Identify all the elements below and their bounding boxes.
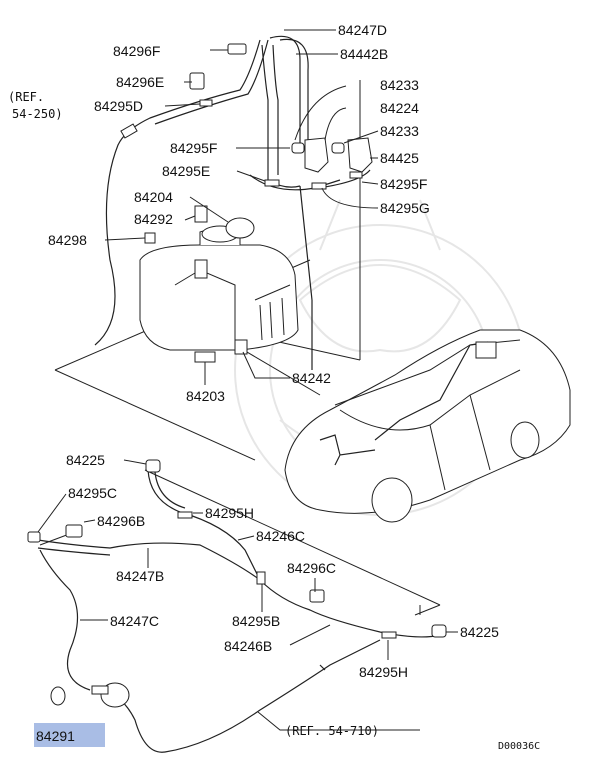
label-84233b: 84233 <box>380 123 419 139</box>
grommet-84233a <box>291 142 305 154</box>
label-84246C: 84246C <box>256 528 305 544</box>
label-84295C: 84295C <box>68 485 117 501</box>
label-84295D: 84295D <box>94 98 143 114</box>
part-labels: 84247D 84296F 84442B 84296E 84233 (REF. … <box>8 22 540 752</box>
label-84295F-a: 84295F <box>170 140 217 156</box>
label-84295G: 84295G <box>380 200 430 216</box>
label-84291: 84291 <box>36 728 75 744</box>
bracket-84203 <box>194 351 216 363</box>
seal-84292 <box>194 205 208 223</box>
label-84296F: 84296F <box>113 43 160 59</box>
label-84296C: 84296C <box>287 560 336 576</box>
clip-84296F <box>227 43 247 55</box>
clip-84296C <box>309 589 325 603</box>
ref-top-line1: (REF. <box>8 90 44 104</box>
cap-84204 <box>225 217 255 239</box>
grommet-84233b <box>331 142 345 154</box>
label-84246B: 84246B <box>224 638 272 654</box>
label-84292: 84292 <box>134 211 173 227</box>
label-84247C: 84247C <box>110 613 159 629</box>
car-illustration <box>284 329 571 523</box>
connectors-bottom <box>27 459 447 708</box>
joint-84295H-b <box>381 631 397 639</box>
connectors-top <box>120 43 373 190</box>
label-84247D: 84247D <box>338 22 387 38</box>
label-84296E: 84296E <box>116 74 164 90</box>
label-84442B: 84442B <box>340 46 388 62</box>
label-84295B: 84295B <box>232 613 280 629</box>
joint-84295B <box>256 571 266 585</box>
nozzle-84224 <box>304 137 329 173</box>
clip-84296B <box>65 524 83 538</box>
motor-84242 <box>234 339 248 355</box>
joint-84295G <box>311 182 327 190</box>
label-84224: 84224 <box>380 100 419 116</box>
label-84203: 84203 <box>186 388 225 404</box>
nozzle-84425 <box>347 137 373 173</box>
label-84242: 84242 <box>292 370 331 386</box>
label-84225b: 84225 <box>460 624 499 640</box>
pump-84292 <box>194 259 208 279</box>
diagram-code: D00036C <box>498 741 540 752</box>
label-84298: 84298 <box>48 232 87 248</box>
highlight-84291 <box>34 723 105 747</box>
label-84295H-b: 84295H <box>359 664 408 680</box>
cap-84291 <box>50 686 66 706</box>
washer-tank <box>139 205 299 363</box>
ref-bottom: (REF. 54-710) <box>285 724 379 738</box>
joint-left <box>120 123 138 139</box>
label-84225a: 84225 <box>66 452 105 468</box>
label-84204: 84204 <box>134 189 173 205</box>
joint-84295C <box>27 531 41 543</box>
joint-84295H-a <box>177 511 193 519</box>
leader-lines <box>37 29 458 731</box>
label-84233a: 84233 <box>380 77 419 93</box>
car-rear-pump <box>475 341 497 359</box>
label-84295E: 84295E <box>162 163 210 179</box>
joint-84295D <box>199 99 213 107</box>
clip-84296E <box>189 72 205 90</box>
label-84295F-b: 84295F <box>380 176 427 192</box>
label-84295H-a: 84295H <box>205 505 254 521</box>
joint-84295E <box>264 179 280 187</box>
pump-joint <box>91 685 109 695</box>
label-84425: 84425 <box>380 150 419 166</box>
label-84247B: 84247B <box>116 568 164 584</box>
joint-84295F <box>349 171 363 179</box>
ref-top-line2: 54-250) <box>12 107 63 121</box>
label-84296B: 84296B <box>97 513 145 529</box>
bolt-84298 <box>144 232 156 244</box>
nozzle-84225b <box>431 624 447 638</box>
front-washer-hoses <box>37 469 441 753</box>
nozzle-84225a <box>145 459 161 473</box>
